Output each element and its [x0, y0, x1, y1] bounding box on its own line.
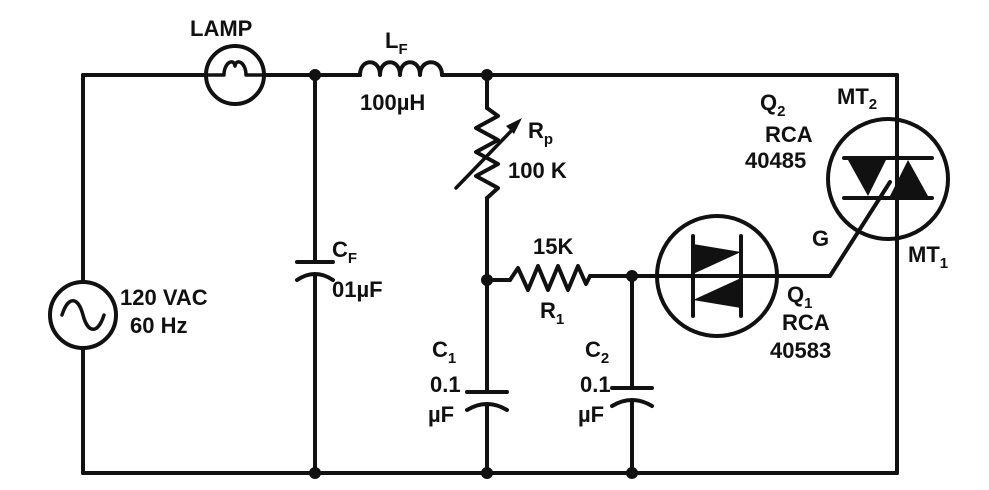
cf-value: 01µF: [332, 277, 383, 302]
junction-bottom-c2: [626, 467, 638, 479]
cf-label: CF: [332, 237, 357, 267]
q2-subscript: 2: [777, 103, 785, 120]
c1-label: C1: [432, 337, 456, 367]
wiring: [81, 73, 899, 475]
source-voltage-label: 120 VAC: [120, 285, 208, 310]
c2-label: C2: [585, 337, 609, 367]
r1-value: 15K: [533, 234, 573, 259]
q1-letter: Q: [787, 282, 804, 307]
cf-letter: C: [332, 237, 348, 262]
mt1-letters: MT: [908, 242, 940, 267]
rp-subscript: p: [544, 131, 553, 148]
rp-arrow-head-icon: [506, 118, 522, 134]
gate-label: G: [812, 226, 829, 251]
r1-label: R1: [540, 298, 564, 328]
lamp-icon: [204, 44, 266, 106]
cf-plate-bottom: [295, 272, 335, 282]
rp-label: Rp: [528, 118, 553, 148]
sine-wave-icon: [60, 299, 106, 331]
lf-letter: L: [385, 28, 398, 53]
lf-subscript: F: [398, 41, 407, 58]
junction-bottom-c1: [481, 467, 493, 479]
q1-triangle-upper: [693, 244, 741, 274]
capacitor-cf: CF 01µF: [295, 237, 383, 302]
q2-triangle-right: [890, 160, 928, 196]
q1-triangle-lower: [693, 278, 741, 308]
q2-triangle-left: [848, 160, 886, 196]
diac-q1: Q1 RCA 40583: [655, 214, 831, 363]
q2-part: 40485: [745, 148, 806, 173]
triac-q2: Q2 RCA 40485 MT2 MT1 G: [745, 84, 950, 272]
q1-subscript: 1: [804, 295, 812, 312]
r1-subscript: 1: [556, 311, 564, 328]
rp-letter: R: [528, 118, 544, 143]
c1-plate-bottom: [465, 402, 509, 412]
lf-label: LF: [385, 28, 408, 58]
junction-top-cf: [309, 69, 321, 81]
source-frequency-label: 60 Hz: [130, 313, 187, 338]
ac-source: 120 VAC 60 Hz: [48, 280, 208, 350]
mt2-label: MT2: [837, 84, 877, 113]
lamp-filament-icon: [206, 60, 264, 77]
q2-letter: Q: [760, 90, 777, 115]
ac-source-icon: [48, 280, 118, 350]
inductor-lf: LF 100µH: [358, 28, 444, 115]
inductor-coil-icon: [358, 60, 444, 77]
junction-top-rp: [481, 69, 493, 81]
c1-subscript: 1: [448, 350, 456, 367]
lamp-label: LAMP: [190, 16, 252, 41]
c1-unit: µF: [428, 402, 454, 427]
mt2-subscript: 2: [869, 96, 877, 113]
q2-body-icon: [826, 117, 950, 241]
c1-letter: C: [432, 337, 448, 362]
junction-bottom-cf: [309, 467, 321, 479]
resistor-rp: Rp 100 K: [454, 106, 567, 200]
mt2-letters: MT: [837, 84, 869, 109]
rp-zigzag-icon: [474, 106, 500, 200]
q2-designator: Q2: [760, 90, 785, 120]
c2-value: 0.1: [580, 372, 611, 397]
q1-designator: Q1: [787, 282, 812, 312]
rp-arrow-shaft: [454, 126, 516, 190]
mt1-subscript: 1: [940, 255, 948, 272]
c2-plate-bottom: [610, 398, 654, 408]
c2-letter: C: [585, 337, 601, 362]
c1-value: 0.1: [430, 372, 461, 397]
lamp: LAMP: [190, 16, 266, 106]
lf-value: 100µH: [360, 90, 425, 115]
junction-mid-c2: [626, 270, 638, 282]
q2-maker: RCA: [765, 122, 813, 147]
c2-subscript: 2: [601, 350, 609, 367]
r1-zigzag-icon: [508, 264, 592, 292]
capacitor-c1: C1 0.1 µF: [428, 337, 509, 427]
q1-body-icon: [655, 214, 779, 338]
wire-q1-to-gate: [774, 180, 892, 278]
junctions: [309, 69, 638, 479]
rp-value: 100 K: [508, 158, 567, 183]
mt1-label: MT1: [908, 242, 948, 272]
q1-maker: RCA: [782, 310, 830, 335]
capacitor-c2: C2 0.1 µF: [578, 337, 654, 427]
cf-subscript: F: [348, 250, 357, 267]
junction-mid-r1: [481, 274, 493, 286]
c2-unit: µF: [578, 402, 604, 427]
q1-part: 40583: [770, 338, 831, 363]
resistor-r1: 15K R1: [508, 234, 592, 328]
r1-letter: R: [540, 298, 556, 323]
